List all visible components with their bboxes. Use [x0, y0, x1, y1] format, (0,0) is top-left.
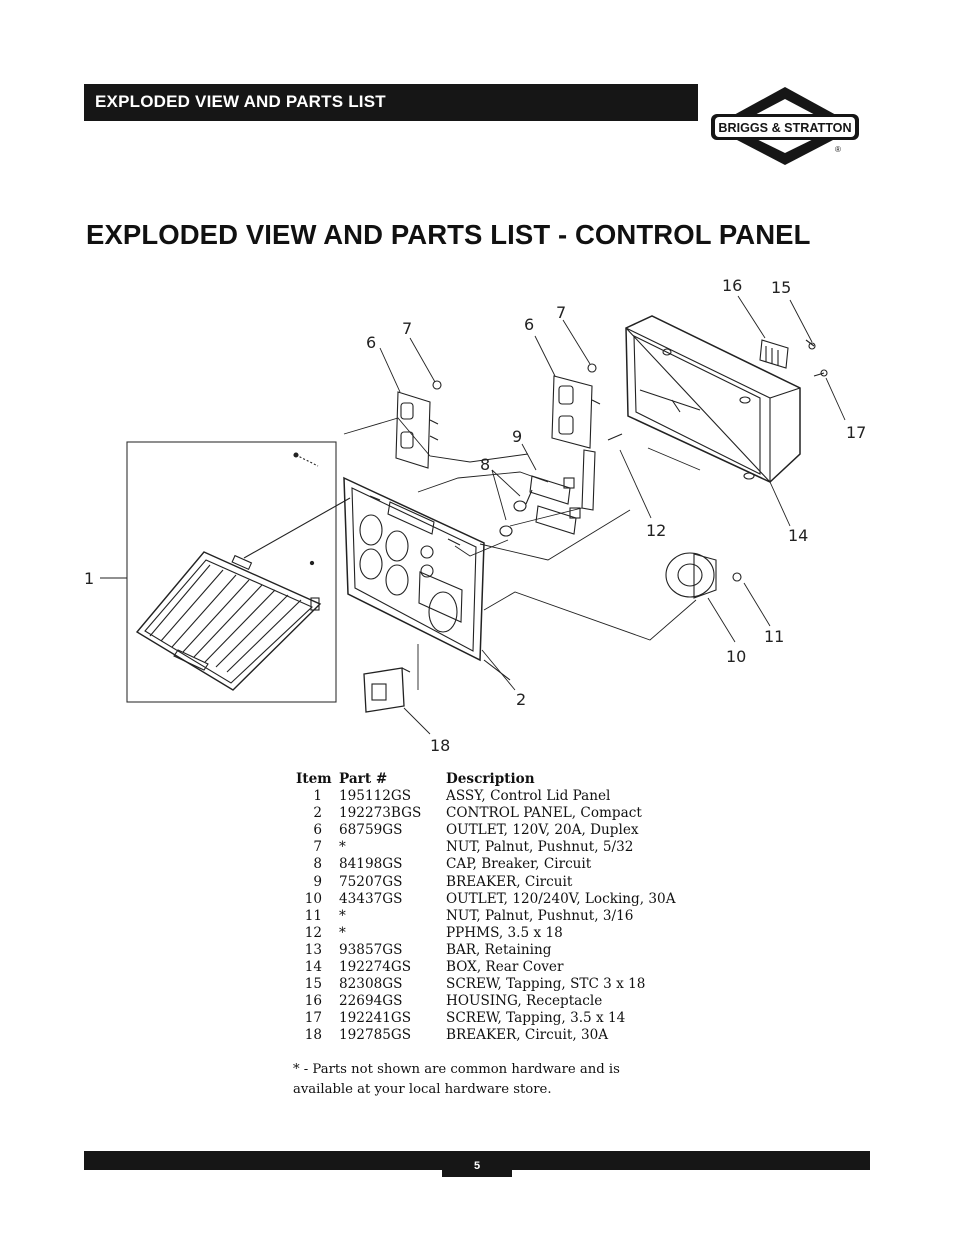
item-cell: 14 — [304, 959, 322, 976]
description-cell: ASSY, Control Lid Panel — [446, 788, 611, 805]
item-cell: 10 — [304, 890, 322, 907]
control-panel-face — [343, 476, 511, 681]
part-number-cell: * — [339, 924, 346, 941]
circuit-breakers — [499, 475, 581, 537]
item-cell: 12 — [304, 924, 322, 941]
item-cell: 9 — [313, 873, 322, 890]
header-part-number: Part # — [339, 771, 388, 787]
page-number: 5 — [442, 1151, 512, 1177]
description-cell: PPHMS, 3.5 x 18 — [446, 924, 563, 941]
part-number-cell: 68759GS — [339, 822, 403, 839]
exploded-view-diagram: 1 2 6 7 6 7 8 9 10 11 12 14 15 16 17 18 — [84, 276, 866, 755]
duplex-outlet-right — [551, 375, 601, 449]
nut-left — [432, 380, 442, 390]
part-number-cell: 195112GS — [339, 788, 412, 805]
callout-labels: 1 2 6 7 6 7 8 9 10 11 12 14 15 16 17 18 — [84, 276, 866, 755]
header-description: Description — [446, 771, 535, 787]
part-number-cell: 22694GS — [339, 993, 403, 1010]
callout-9: 9 — [512, 427, 522, 446]
callout-1: 1 — [84, 569, 94, 588]
part-number-cell: 192273BGS — [339, 805, 422, 822]
section-header-bar: EXPLODED VIEW AND PARTS LIST — [84, 84, 698, 121]
description-cell: OUTLET, 120/240V, Locking, 30A — [446, 890, 676, 907]
page-title: EXPLODED VIEW AND PARTS LIST - CONTROL P… — [86, 219, 811, 250]
part-number-cell: 84198GS — [339, 856, 403, 873]
part-number-cell: * — [339, 839, 346, 856]
callout-10: 10 — [726, 647, 746, 666]
description-cell: BAR, Retaining — [446, 941, 552, 958]
part-number-cell: 192785GS — [339, 1027, 412, 1044]
part-number-cell: 43437GS — [339, 890, 403, 907]
description-cell: NUT, Palnut, Pushnut, 3/16 — [446, 907, 634, 924]
item-cell: 18 — [304, 1027, 322, 1044]
callout-18: 18 — [430, 736, 450, 755]
callout-14: 14 — [788, 526, 808, 545]
item-cell: 13 — [304, 941, 322, 958]
part-number-cell: * — [339, 907, 346, 924]
item-cell: 16 — [304, 993, 322, 1010]
description-cell: CAP, Breaker, Circuit — [446, 856, 592, 873]
item-cell: 1 — [313, 788, 322, 805]
callout-11: 11 — [764, 627, 784, 646]
logo-registered-mark: ® — [835, 145, 841, 154]
item-cell: 17 — [304, 1010, 322, 1027]
callout-6a: 6 — [366, 333, 376, 352]
callout-7b: 7 — [556, 303, 566, 322]
item-cell: 2 — [313, 805, 322, 822]
callout-8: 8 — [480, 455, 490, 474]
rear-cover-box — [625, 315, 801, 484]
description-cell: BREAKER, Circuit — [446, 873, 573, 890]
nut-right — [587, 363, 597, 373]
part-number-cell: 93857GS — [339, 941, 403, 958]
description-cell: SCREW, Tapping, 3.5 x 14 — [446, 1010, 626, 1027]
item-cell: 6 — [313, 822, 322, 839]
briggs-stratton-logo: BRIGGS & STRATTON ® — [711, 87, 859, 165]
item-cell: 11 — [304, 907, 322, 924]
footnote: * - Parts not shown are common hardware … — [293, 1062, 620, 1097]
description-cell: HOUSING, Receptacle — [446, 993, 603, 1010]
item-cell: 8 — [313, 856, 322, 873]
receptacle-housing — [759, 339, 828, 377]
description-cell: OUTLET, 120V, 20A, Duplex — [446, 822, 639, 839]
locking-outlet — [665, 552, 742, 599]
retaining-bar — [581, 433, 623, 511]
breaker-30a — [363, 667, 411, 713]
part-number-cell: 192274GS — [339, 959, 412, 976]
header-item: Item — [296, 771, 332, 787]
description-cell: CONTROL PANEL, Compact — [446, 805, 642, 822]
part-number-cell: 75207GS — [339, 873, 403, 890]
part-number-cell: 192241GS — [339, 1010, 412, 1027]
part-number-cell: 82308GS — [339, 976, 403, 993]
control-lid-panel — [100, 441, 351, 703]
description-cell: SCREW, Tapping, STC 3 x 18 — [446, 976, 646, 993]
callout-12: 12 — [646, 521, 666, 540]
callout-2: 2 — [516, 690, 526, 709]
item-cell: 7 — [313, 839, 322, 856]
item-cell: 15 — [304, 976, 322, 993]
callout-7a: 7 — [402, 319, 412, 338]
callout-15: 15 — [771, 278, 791, 297]
duplex-outlet-left — [395, 391, 439, 469]
callout-16: 16 — [722, 276, 742, 295]
description-cell: NUT, Palnut, Pushnut, 5/32 — [446, 839, 634, 856]
section-title: EXPLODED VIEW AND PARTS LIST — [95, 92, 386, 111]
callout-17: 17 — [846, 423, 866, 442]
description-cell: BREAKER, Circuit, 30A — [446, 1027, 609, 1044]
leader-lines — [343, 295, 846, 735]
logo-brand-text: BRIGGS & STRATTON — [718, 121, 851, 135]
callout-6b: 6 — [524, 315, 534, 334]
description-cell: BOX, Rear Cover — [446, 959, 564, 976]
